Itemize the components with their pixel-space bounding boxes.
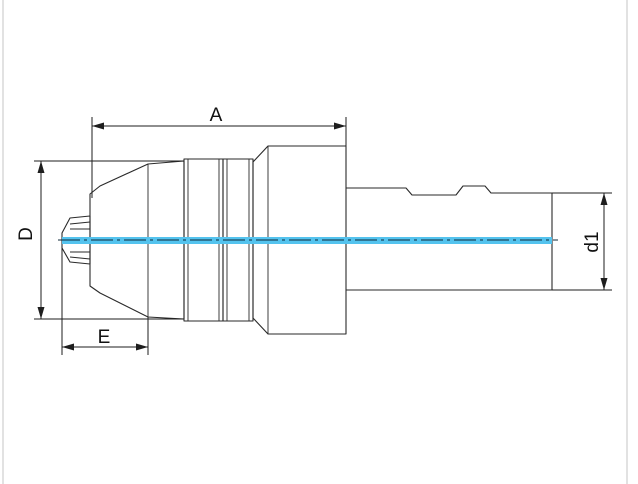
- dimension-a: A: [91, 105, 347, 198]
- dimension-e: E: [61, 248, 149, 355]
- center-axis: [58, 237, 558, 244]
- dimension-d: D: [16, 160, 184, 320]
- dimension-d1: d1: [552, 192, 612, 291]
- dimension-e-label: E: [98, 327, 111, 348]
- dimension-d1-label: d1: [582, 231, 603, 252]
- dimension-d-label: D: [16, 227, 37, 241]
- dimension-a-label: A: [210, 105, 223, 126]
